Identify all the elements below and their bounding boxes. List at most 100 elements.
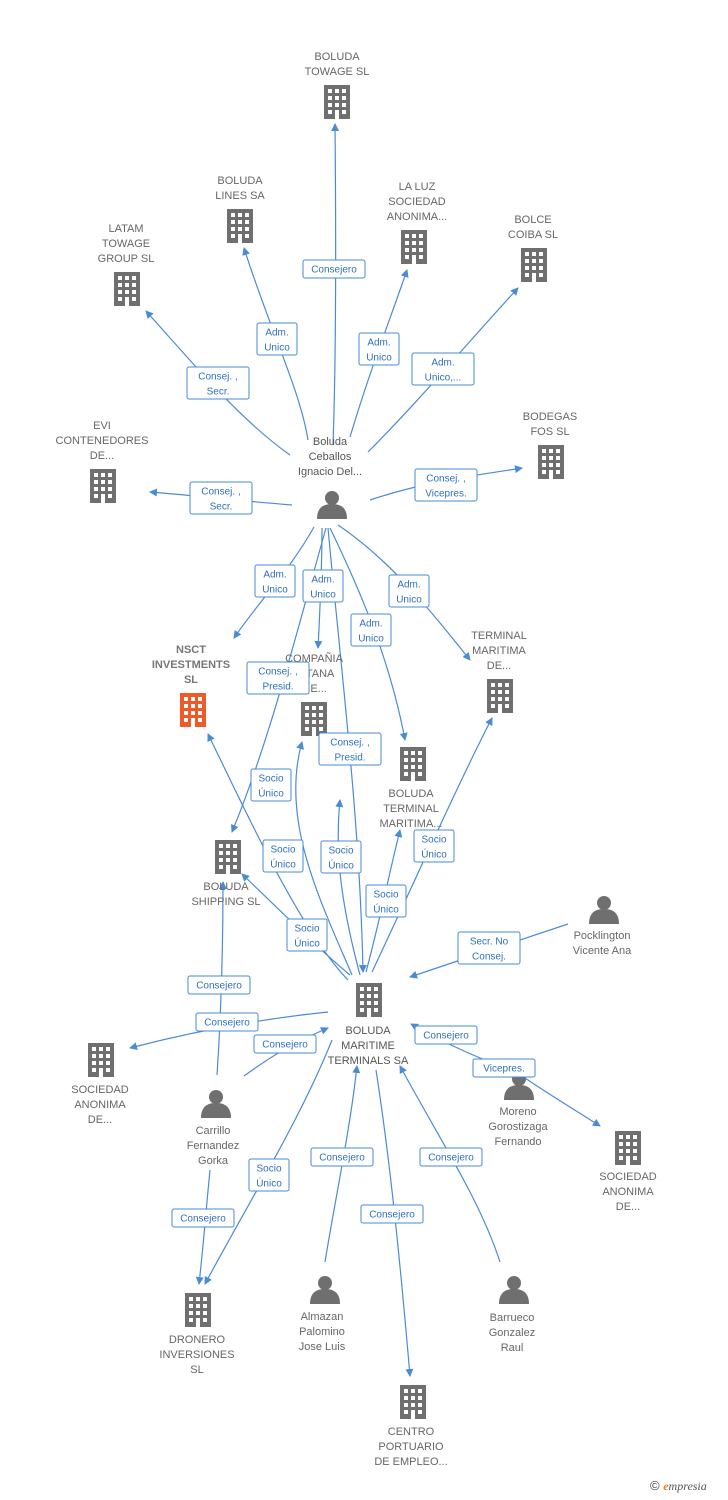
node-label-line: DRONERO bbox=[169, 1334, 226, 1346]
edge-label-e8[interactable]: Adm. Unico bbox=[254, 564, 296, 598]
edge-label-e28[interactable]: Consejero bbox=[310, 1147, 374, 1167]
edge-label-text: Consejero bbox=[196, 981, 242, 992]
building-icon bbox=[185, 1293, 211, 1327]
edge-label-e11[interactable]: Adm. Unico bbox=[350, 613, 392, 647]
edge-label-e7[interactable]: Consej. ,Secr. bbox=[189, 481, 253, 515]
edge-label-e26[interactable]: Consejero bbox=[171, 1208, 235, 1228]
node-label-line: DE... bbox=[88, 1114, 112, 1126]
edge-label-e21[interactable]: Consejero bbox=[187, 975, 251, 995]
person-icon bbox=[317, 491, 347, 519]
edge-label-text: Adm. bbox=[431, 358, 454, 369]
node-label-line: Barrueco bbox=[490, 1312, 535, 1324]
edge-label-e10[interactable]: Adm.Unico bbox=[388, 574, 430, 608]
node-label-line: Raul bbox=[501, 1342, 524, 1354]
edge-label-e1[interactable]: Consejero bbox=[302, 259, 366, 279]
node-label-line: FOS SL bbox=[530, 426, 569, 438]
edge-label-text: Consejero bbox=[369, 1210, 415, 1221]
node-label-line: SOCIEDAD bbox=[71, 1084, 129, 1096]
edge-label-text: Único bbox=[270, 858, 296, 871]
building-icon bbox=[180, 693, 206, 727]
edge-label-text: Consej. bbox=[472, 952, 506, 963]
edge-label-text: Unico bbox=[262, 585, 288, 596]
node-label-line: BOLUDA bbox=[345, 1025, 391, 1037]
node-label-line: Moreno bbox=[499, 1106, 536, 1118]
edge-label-e29[interactable]: Consejero bbox=[419, 1147, 483, 1167]
edge-label-e5[interactable]: Adm.Unico,... bbox=[411, 352, 475, 386]
edge-label-text: Único bbox=[258, 787, 284, 800]
person-icon bbox=[499, 1276, 529, 1304]
edge-label-e13[interactable]: Consej. ,Presid. bbox=[318, 732, 382, 766]
building-icon bbox=[487, 679, 513, 713]
copyright-icon: © bbox=[650, 1478, 660, 1493]
node-sociedad-left[interactable]: SOCIEDADANONIMADE... bbox=[71, 1043, 129, 1126]
node-label-line: MARITIME bbox=[341, 1040, 395, 1052]
edge-label-e3[interactable]: Adm.Unico bbox=[358, 332, 400, 366]
edge-label-text: Unico bbox=[396, 595, 422, 606]
node-terminal-maritima[interactable]: TERMINALMARITIMADE... bbox=[471, 630, 527, 713]
node-label-line: Ignacio Del... bbox=[298, 466, 362, 478]
edge-label-text: Socio bbox=[258, 774, 283, 785]
edge-label-text: Único bbox=[373, 903, 399, 916]
node-label-line: BOLCE bbox=[514, 214, 551, 226]
edge-label-e23[interactable]: Consejero bbox=[253, 1034, 317, 1054]
edge-label-text: Consejero bbox=[423, 1031, 469, 1042]
node-label-line: INVESTMENTS bbox=[152, 659, 230, 671]
edge-label-e2[interactable]: Adm.Unico bbox=[256, 322, 298, 356]
node-label-line: BOLUDA bbox=[388, 788, 434, 800]
node-boluda-terminal[interactable]: BOLUDATERMINALMARITIMA... bbox=[380, 747, 443, 830]
node-label-line: ANONIMA bbox=[602, 1186, 654, 1198]
edge-label-e9[interactable]: Adm.Unico bbox=[302, 569, 344, 603]
node-label-line: BOLUDA bbox=[217, 175, 263, 187]
node-evi[interactable]: EVICONTENEDORESDE... bbox=[56, 420, 149, 503]
brand-logo[interactable]: empresia bbox=[663, 1479, 707, 1493]
edge-label-e6[interactable]: Consej. ,Vicepres. bbox=[414, 468, 478, 502]
edge-label-text: Vicepres. bbox=[425, 489, 467, 500]
edge-label-text: Adm. bbox=[359, 619, 382, 630]
edge-label-text: Adm. bbox=[265, 328, 288, 339]
edge-label-e12[interactable]: Consej. ,Presid. bbox=[246, 661, 310, 695]
building-icon bbox=[215, 840, 241, 874]
edge-label-text: Consejero bbox=[428, 1153, 474, 1164]
edge-label-e4[interactable]: Consej. ,Secr. bbox=[186, 366, 250, 400]
node-la-luz[interactable]: LA LUZSOCIEDADANONIMA... bbox=[387, 181, 448, 264]
edge-label-e25[interactable]: Vicepres. bbox=[472, 1058, 536, 1078]
edge-label-text: Adm. bbox=[263, 570, 286, 581]
edge-label-text: Unico bbox=[358, 634, 384, 645]
edge-label-e22[interactable]: Consejero bbox=[195, 1012, 259, 1032]
node-sociedad-right[interactable]: SOCIEDADANONIMADE... bbox=[599, 1131, 657, 1213]
edge-label-e24[interactable]: Consejero bbox=[414, 1025, 478, 1045]
edge-label-text: Vicepres. bbox=[483, 1064, 525, 1075]
node-label-line: BOLUDA bbox=[203, 881, 249, 893]
building-icon bbox=[538, 445, 564, 479]
building-icon bbox=[324, 85, 350, 119]
edge-boluda_maritime-boluda_maritime_alt bbox=[335, 799, 361, 976]
node-label-line: LATAM bbox=[108, 223, 143, 235]
edge-label-text: Adm. bbox=[311, 575, 334, 586]
edge-label-e30[interactable]: Consejero bbox=[360, 1204, 424, 1224]
